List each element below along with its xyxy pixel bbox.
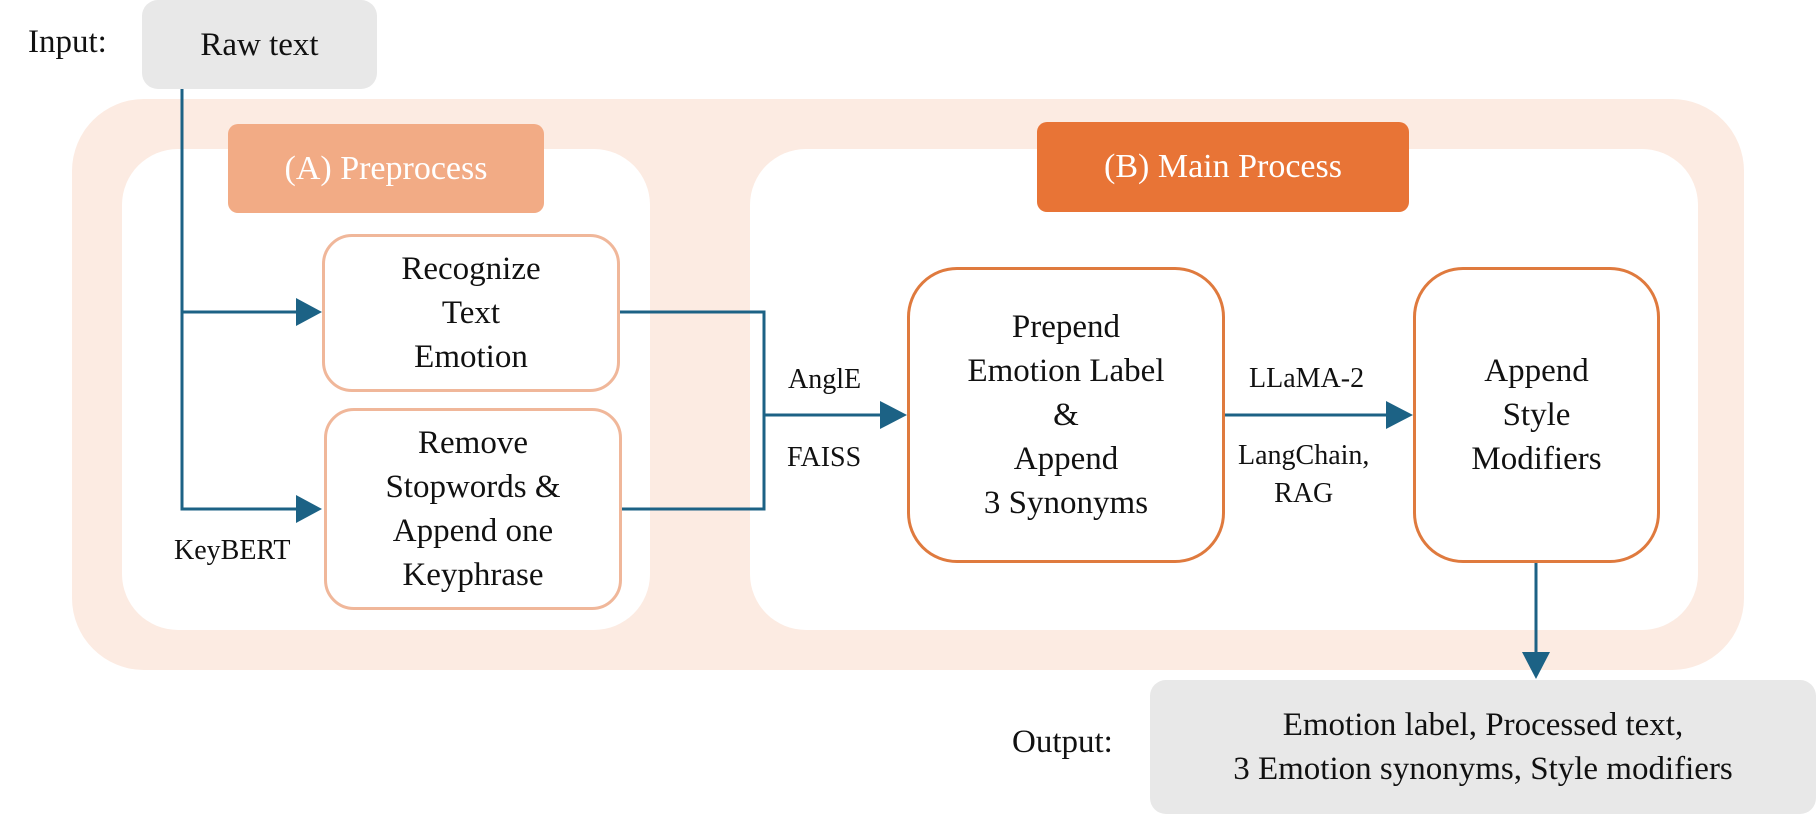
remove-stopwords-node: Remove Stopwords & Append one Keyphrase	[324, 408, 622, 610]
arrowhead-stopwords	[296, 495, 322, 523]
llama-label: LLaMA-2	[1249, 363, 1365, 394]
output-box: Emotion label, Processed text, 3 Emotion…	[1150, 680, 1816, 814]
output-label: Output:	[1012, 724, 1113, 760]
prepend-emotion-node: Prepend Emotion Label & Append 3 Synonym…	[907, 267, 1225, 563]
arrowhead-recognize	[296, 298, 322, 326]
arrow-lines	[180, 89, 1538, 652]
arrowhead-style	[1386, 401, 1413, 429]
input-label: Input:	[28, 24, 107, 60]
arrowhead-prepend	[880, 401, 907, 429]
preprocess-header: (A) Preprocess	[228, 124, 544, 213]
main-process-header: (B) Main Process	[1037, 122, 1409, 212]
angle-label: AnglE	[788, 364, 862, 395]
arrow-heads	[296, 298, 1550, 679]
append-style-node: Append Style Modifiers	[1413, 267, 1660, 563]
arrowhead-output	[1522, 652, 1550, 679]
keybert-label: KeyBERT	[174, 535, 291, 566]
recognize-out-line	[620, 310, 766, 511]
faiss-label: FAISS	[787, 442, 862, 473]
langchain-rag-label: LangChain, RAG	[1238, 440, 1370, 509]
input-trunk-line	[180, 89, 296, 511]
recognize-emotion-node: Recognize Text Emotion	[322, 234, 620, 392]
raw-text-box: Raw text	[142, 0, 377, 89]
